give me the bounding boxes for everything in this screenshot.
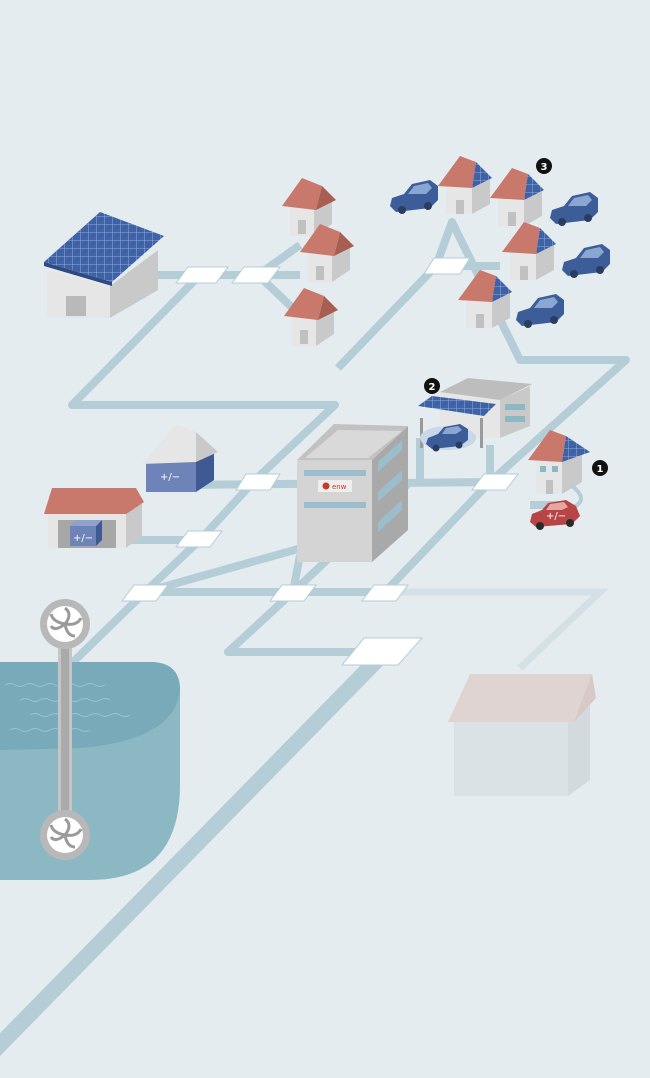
house-icon (300, 224, 354, 282)
house-icon (284, 288, 338, 346)
grid-lines (0, 218, 630, 1057)
house-icon (282, 178, 336, 236)
water-area (0, 662, 180, 880)
solar-carport-building-icon (418, 378, 532, 452)
grid-nodes (121, 257, 519, 666)
car-storage-label: +/− (546, 511, 566, 522)
solar-house-icon (438, 156, 492, 214)
grid-node (269, 584, 317, 602)
prosumer-house-icon (528, 430, 590, 510)
storage-house-icon: +/− (142, 424, 218, 492)
car-icon (562, 244, 610, 278)
car-fleet (390, 180, 610, 328)
house-cluster (282, 178, 354, 346)
marker-2-label: 2 (429, 382, 436, 393)
solar-house-icon (458, 270, 512, 328)
grid-node (121, 584, 169, 602)
grid-node (175, 266, 229, 284)
faded-lines (385, 588, 609, 671)
solar-house-icon (490, 168, 544, 226)
tidal-turbine-icon (40, 599, 90, 860)
marker-3-label: 3 (541, 162, 548, 173)
car-icon-red: +/− (530, 500, 580, 530)
car-icon (550, 192, 598, 226)
grid-node (231, 266, 281, 284)
marker-1: 1 (592, 460, 608, 476)
grid-node (175, 530, 223, 548)
grid-node (235, 473, 281, 491)
grid-node (340, 637, 424, 666)
marker-3: 3 (536, 158, 552, 174)
grid-node (361, 584, 409, 602)
solar-house-cluster (438, 156, 556, 328)
marker-2: 2 (424, 378, 440, 394)
car-icon (390, 180, 438, 214)
control-center-icon: enw (297, 424, 408, 562)
battery-storage-icon: +/− (44, 488, 144, 548)
storage-label: +/− (160, 472, 180, 483)
grid-node (423, 257, 471, 275)
future-house-icon (448, 674, 596, 796)
solar-factory-icon (44, 212, 164, 318)
solar-house-icon (502, 222, 556, 280)
control-center-logo: enw (332, 483, 347, 491)
grid-node (471, 473, 519, 491)
car-icon (516, 294, 564, 328)
marker-1-label: 1 (597, 464, 604, 475)
car-icon (426, 424, 468, 452)
battery-label: +/− (73, 533, 93, 544)
